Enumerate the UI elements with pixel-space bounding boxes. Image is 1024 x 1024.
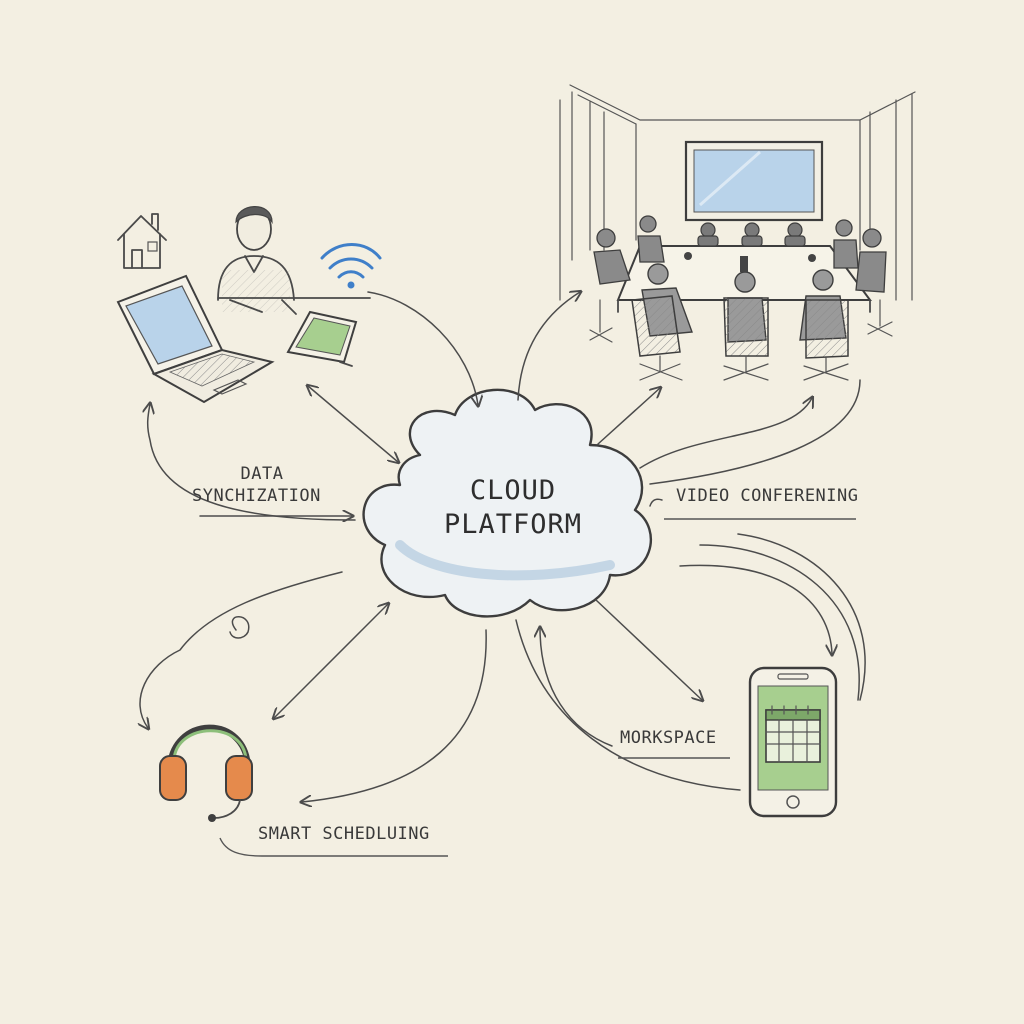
- tablet-icon: [286, 310, 358, 367]
- workspace-label: MORKSPACE: [620, 728, 717, 748]
- label-underlines: [219, 518, 856, 857]
- cloud-icon: [362, 388, 652, 618]
- video-conferencing-label: VIDEO CONFERENING: [676, 486, 859, 506]
- cloud-platform-title: CLOUD PLATFORM: [408, 474, 618, 542]
- flow-lines: [140, 292, 866, 802]
- house-icon: [117, 213, 167, 269]
- smart-scheduling-label: SMART SCHEDLUING: [258, 824, 430, 844]
- person-icon: [217, 206, 297, 315]
- data-sync-label-line1: DATA: [240, 464, 284, 484]
- cloud-title-line1: CLOUD: [469, 475, 557, 506]
- data-sync-label-line2: SYNCHIZATION: [192, 486, 321, 506]
- headset-icon: [159, 724, 253, 822]
- cloud-title-line2: PLATFORM: [443, 509, 583, 540]
- conference-room-icon: [559, 84, 916, 381]
- calendar-icon: [765, 705, 821, 763]
- laptop-icon: [116, 274, 275, 404]
- wifi-icon: [320, 243, 382, 289]
